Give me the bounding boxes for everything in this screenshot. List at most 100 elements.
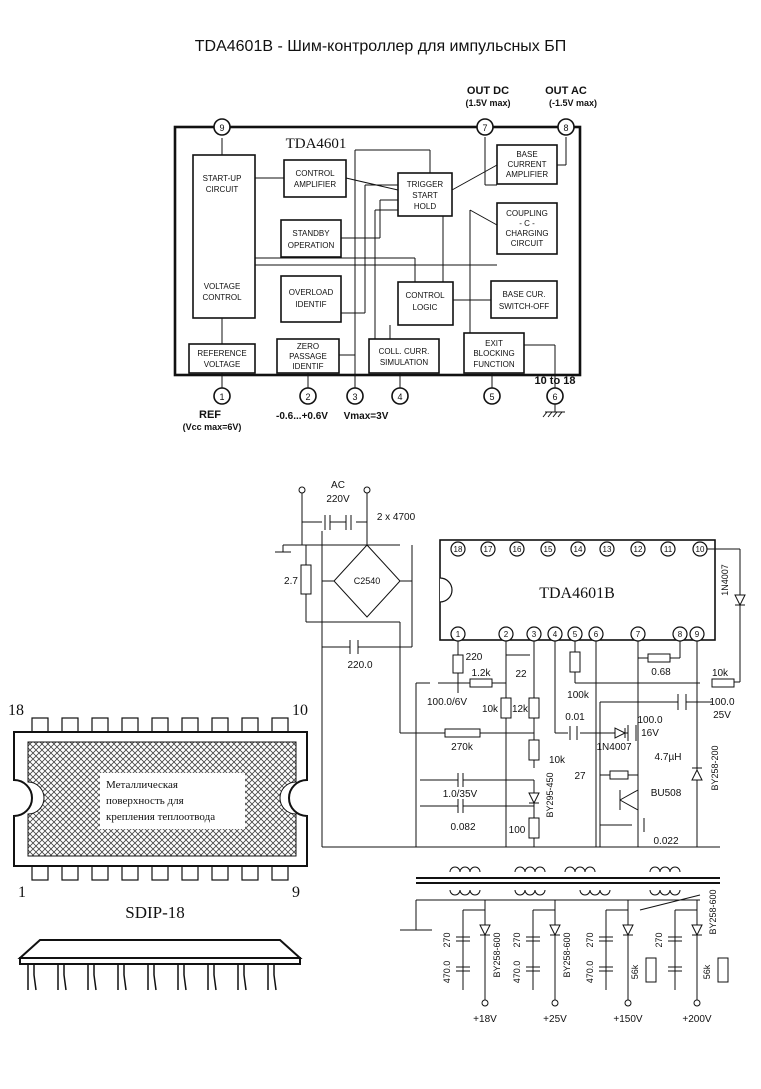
- coupling-l2: - C -: [519, 219, 535, 228]
- out-dc: OUT DC: [467, 85, 509, 97]
- trigger-l2: START: [412, 191, 438, 200]
- ground-left: [275, 545, 291, 553]
- pin-4: 4: [397, 392, 402, 402]
- cap-2x4700: 2 x 4700: [377, 512, 416, 523]
- standby-l2: OPERATION: [288, 241, 335, 250]
- coupling-l4: CIRCUIT: [511, 239, 544, 248]
- base-current-l3: AMPLIFIER: [506, 170, 548, 179]
- pkg-pin-10: 10: [292, 702, 308, 719]
- pin-1: 1: [219, 392, 224, 402]
- pkg-pin-9: 9: [292, 884, 300, 901]
- ref-label: REF: [199, 409, 221, 421]
- zero-passage-l1: ZERO: [297, 342, 319, 351]
- transistor-bu508: BU508: [651, 788, 682, 799]
- svg-text:3: 3: [532, 630, 537, 639]
- coupling-l1: COUPLING: [506, 209, 548, 218]
- diode-1n4007-mid: 1N4007: [596, 742, 631, 753]
- output-diodes-resistors: [479, 924, 729, 983]
- exit-blocking-l1: EXIT: [485, 339, 503, 348]
- c-25v: 25V: [713, 710, 731, 721]
- overload-l2: IDENTIF: [295, 300, 326, 309]
- pot-10k: 10k: [549, 755, 566, 766]
- base-current-l1: BASE: [516, 150, 537, 159]
- pin-6: 6: [552, 392, 557, 402]
- r-1-2k: 1.2k: [472, 668, 492, 679]
- pkg-name: SDIP-18: [125, 903, 185, 922]
- ac-voltage: 220V: [326, 494, 350, 505]
- svg-text:2: 2: [504, 630, 509, 639]
- pin-5: 5: [489, 392, 494, 402]
- c-0-01: 0.01: [565, 712, 585, 723]
- c-0-68: 0.68: [651, 667, 671, 678]
- pin-9: 9: [219, 123, 224, 133]
- reference-l2: VOLTAGE: [204, 360, 241, 369]
- coll-curr-l1: COLL. CURR.: [379, 347, 430, 356]
- pin-7: 7: [482, 123, 487, 133]
- pkg-note-l2: поверхность для: [106, 795, 184, 807]
- svg-text:1: 1: [456, 630, 461, 639]
- package-drawing: [13, 717, 308, 991]
- r-12k: 12k: [512, 704, 529, 715]
- pin-8: 8: [563, 123, 568, 133]
- out-dc-sub: (1.5V max): [465, 98, 510, 108]
- r-100k: 100k: [567, 690, 590, 701]
- c-1-35v: 1.0/35V: [443, 789, 478, 800]
- c-22: 22: [515, 669, 527, 680]
- zero-passage-l3: IDENTIF: [292, 362, 323, 371]
- block-wiring: [221, 137, 567, 393]
- out3-c: 270: [585, 932, 595, 947]
- startup-l1: START-UP: [203, 174, 242, 183]
- pin-2: 2: [305, 392, 310, 402]
- overload-l1: OVERLOAD: [289, 288, 334, 297]
- trigger-l1: TRIGGER: [407, 180, 444, 189]
- diode-1n4007-top: 1N4007: [720, 564, 730, 596]
- c-100-16: 100.0: [637, 715, 662, 726]
- c-0-022: 0.022: [653, 836, 678, 847]
- base-switch-l1: BASE CUR.: [502, 290, 545, 299]
- schematic-pin-numbers: 18 17 16 15 14 13 12 11 10 1 2 3 4 5 6 7…: [454, 545, 705, 639]
- block-pins: [213, 118, 575, 405]
- c-0-082: 0.082: [450, 822, 475, 833]
- bridge-label: C2540: [354, 576, 381, 586]
- control-logic-l2: LOGIC: [413, 303, 438, 312]
- svg-text:10: 10: [696, 545, 705, 554]
- inductor-4-7uh: 4.7µH: [655, 752, 682, 763]
- ac-terminal-right: [363, 486, 371, 494]
- schematic-diodes: [528, 594, 746, 805]
- r-10k-a: 10k: [482, 704, 499, 715]
- vmax: Vmax=3V: [344, 411, 389, 422]
- out1-c: 270: [442, 932, 452, 947]
- cap-220: 220.0: [347, 660, 372, 671]
- svg-text:14: 14: [574, 545, 583, 554]
- range-10-18: 10 to 18: [535, 375, 576, 387]
- svg-text:9: 9: [695, 630, 700, 639]
- out-ac: OUT AC: [545, 85, 587, 97]
- out1-v: +18V: [473, 1014, 497, 1025]
- voltage-control-l1: VOLTAGE: [204, 282, 241, 291]
- pkg-pin-1: 1: [18, 884, 26, 901]
- out3-cap: 470.0: [585, 961, 595, 984]
- ac-terminal-left: [298, 486, 306, 494]
- svg-text:5: 5: [573, 630, 578, 639]
- schematic-resistors: [300, 564, 735, 839]
- out2-cap: 470.0: [512, 961, 522, 984]
- svg-text:6: 6: [594, 630, 599, 639]
- out1-diode: BY258-600: [492, 932, 502, 977]
- out2-diode: BY258-600: [562, 932, 572, 977]
- out4-r: 56k: [702, 964, 712, 979]
- c-100-25: 100.0: [709, 697, 734, 708]
- schematic-chip-pins: [450, 541, 708, 642]
- control-logic-l1: CONTROL: [405, 291, 445, 300]
- out-ac-sub: (-1.5V max): [549, 98, 597, 108]
- trigger-l3: HOLD: [414, 202, 436, 211]
- voltage-control-l2: CONTROL: [202, 293, 242, 302]
- block-pin-numbers: 9 7 8 1 2 3 4 5 6: [219, 123, 568, 402]
- pin2-range: -0.6...+0.6V: [276, 411, 328, 422]
- svg-text:13: 13: [603, 545, 612, 554]
- base-switch-l2: SWITCH-OFF: [499, 302, 549, 311]
- r-27: 27: [574, 771, 586, 782]
- r-10k-b: 10k: [712, 668, 729, 679]
- transformer-coils: [449, 866, 681, 896]
- out2-v: +25V: [543, 1014, 567, 1025]
